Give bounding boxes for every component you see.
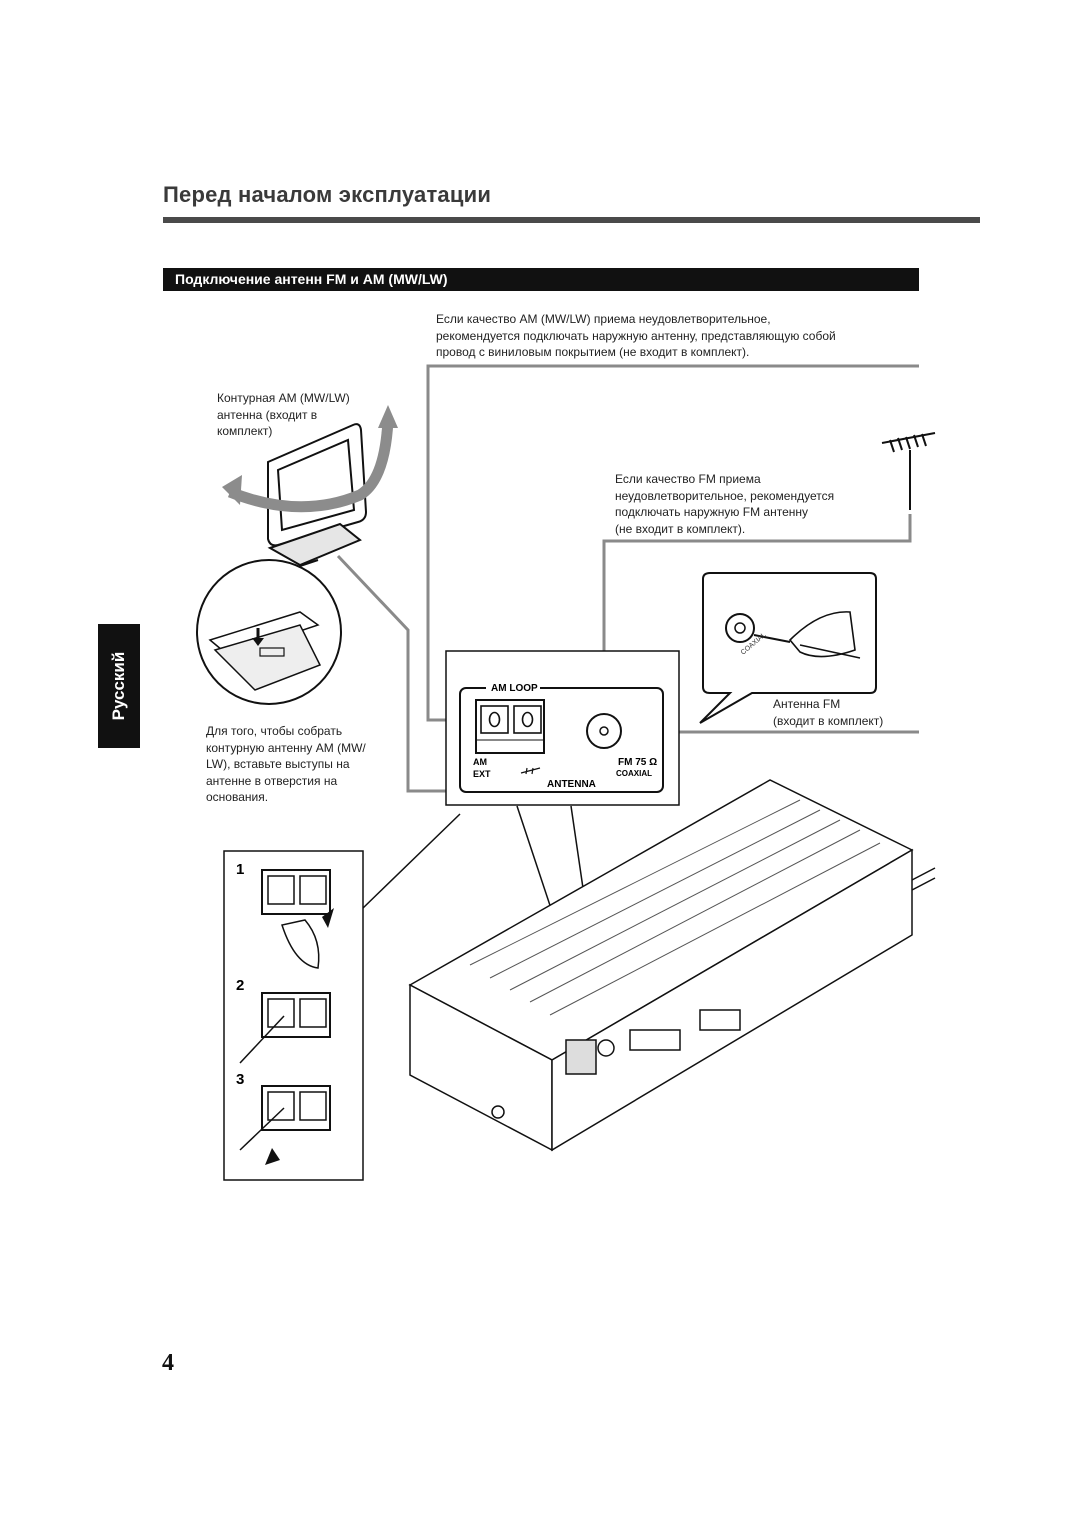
assembly-steps-panel: 1 2 3 [223, 850, 364, 1181]
language-tab: Русский [98, 624, 140, 748]
rotate-arrow-icon [227, 419, 394, 513]
fm-connector-callout: COAXIAL [699, 572, 877, 724]
ground-icon [520, 767, 541, 775]
arrow-left-head-icon [222, 475, 242, 505]
receiver-unit [408, 779, 936, 1152]
antenna-terminal-panel: AM LOOP AM EXT ANTENNA FM 75 Ω COAXIAL [445, 650, 680, 806]
ext-terminal-label: EXT [473, 769, 491, 779]
am-loop-label: AM LOOP [491, 683, 538, 694]
page-number: 4 [162, 1350, 174, 1376]
title-rule [163, 217, 980, 223]
press-arrow-icon [322, 908, 334, 928]
arrow-up-head-icon [378, 405, 398, 428]
am-outdoor-note: Если качество AM (MW/LW) приема неудовле… [436, 312, 836, 359]
fm-antenna-caption: Антенна FM (входит в комплект) [773, 697, 884, 728]
page-title: Перед началом эксплуатации [163, 182, 492, 207]
step-1-number: 1 [236, 861, 244, 878]
step-3-number: 3 [236, 1071, 244, 1088]
am-terminal-label: AM [473, 757, 487, 767]
section-heading: Подключение антенн FM и AM (MW/LW) [163, 268, 919, 291]
coaxial-label: COAXIAL [616, 769, 652, 778]
fm-outdoor-note: Если качество FM приема неудовлетворител… [615, 472, 835, 536]
fm-terminal-label: FM 75 Ω [618, 757, 657, 768]
release-arrow-icon [265, 1148, 280, 1165]
am-loop-caption: Контурная AM (MW/LW) антенна (входит в к… [217, 391, 350, 438]
antenna-label: ANTENNA [547, 779, 596, 790]
fm-outdoor-antenna-icon [881, 432, 936, 510]
base-detail-zoom [196, 559, 342, 705]
step-2-number: 2 [236, 977, 244, 994]
assembly-instructions: Для того, чтобы собрать контурную антенн… [206, 724, 366, 804]
